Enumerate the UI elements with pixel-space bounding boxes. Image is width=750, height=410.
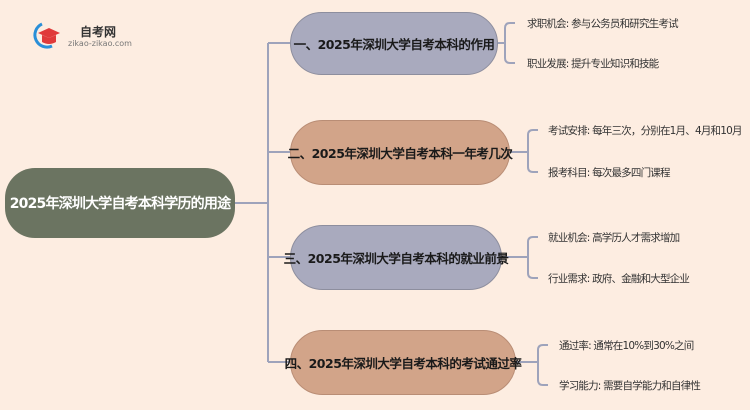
leaf-3-2: 行业需求: 政府、金融和大型企业 [548, 273, 690, 285]
leaf-2-1: 考试安排: 每年三次，分别在1月、4月和10月 [548, 125, 743, 137]
leaf-3-1: 就业机会: 高学历人才需求增加 [548, 232, 680, 244]
leaf-4-2: 学习能力: 需要自学能力和自律性 [559, 380, 701, 392]
branch-node-1: 一、2025年深圳大学自考本科的作用 [290, 12, 498, 75]
leaf-1-2: 职业发展: 提升专业知识和技能 [527, 58, 659, 70]
logo-url: zikao-zikao.com [68, 39, 132, 48]
leaf-1-1: 求职机会: 参与公务员和研究生考试 [527, 18, 679, 30]
logo-title: 自考网 [80, 25, 117, 39]
leaf-2-2: 报考科目: 每次最多四门课程 [548, 167, 670, 179]
logo-icon [33, 22, 60, 49]
root-node: 2025年深圳大学自考本科学历的用途 [5, 168, 235, 238]
branch-node-4: 四、2025年深圳大学自考本科的考试通过率 [285, 330, 522, 395]
leaf-4-1: 通过率: 通常在10%到30%之间 [559, 340, 694, 352]
branch-node-2: 二、2025年深圳大学自考本科一年考几次 [288, 120, 513, 185]
branch-node-3: 三、2025年深圳大学自考本科的就业前景 [284, 225, 509, 290]
